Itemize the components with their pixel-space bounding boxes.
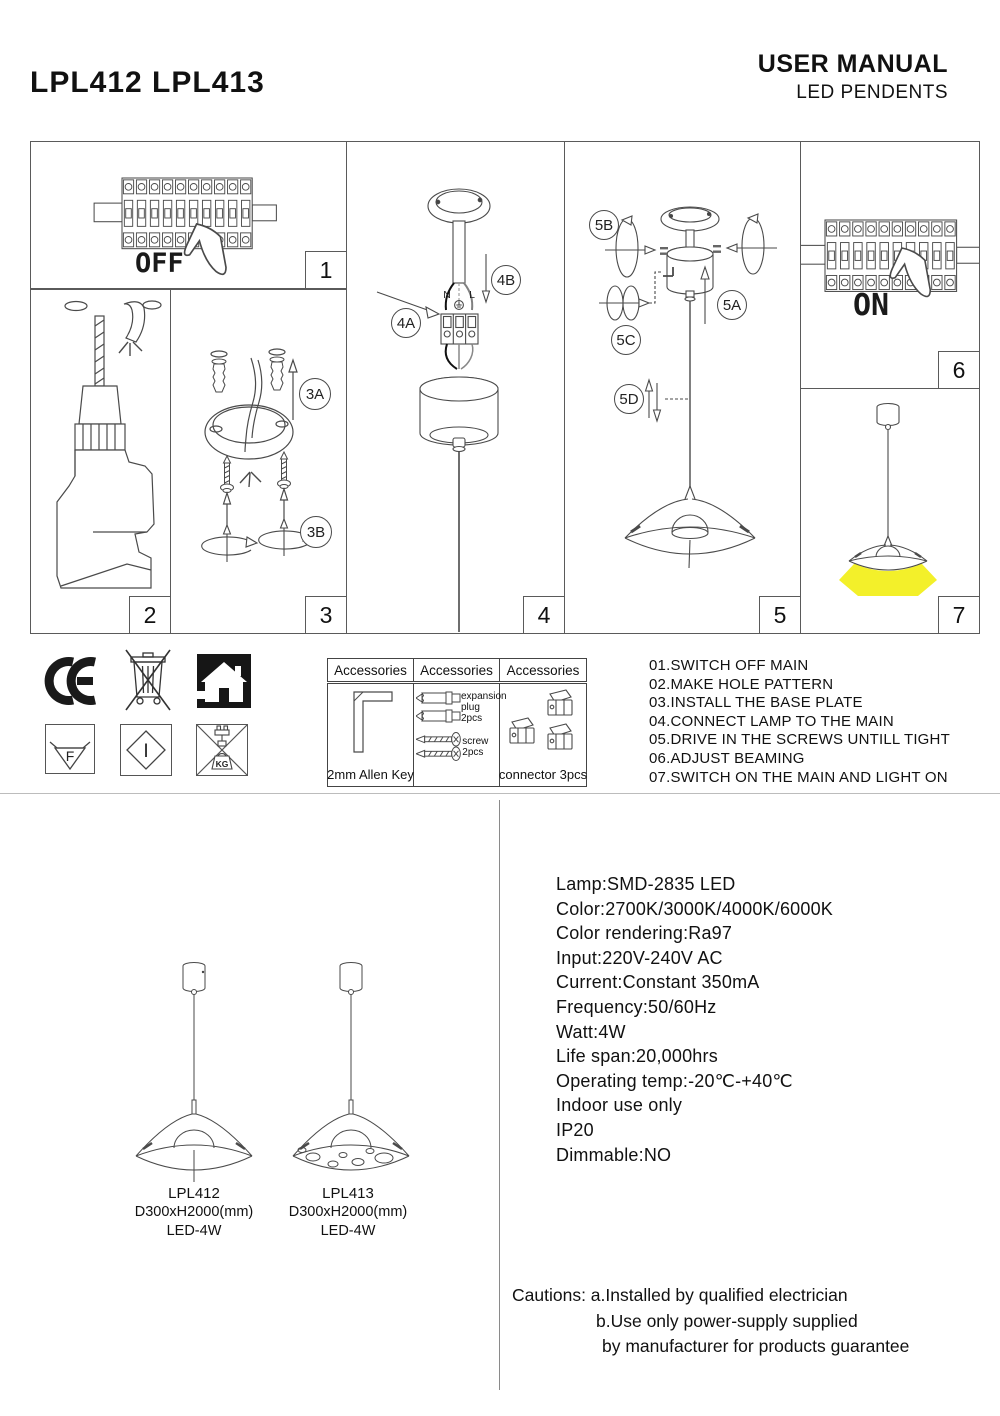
expansion-plug-icon	[416, 691, 461, 723]
lpl413-name: LPL413	[322, 1185, 374, 1202]
caution-line: b.Use only power-supply supplied	[596, 1310, 858, 1331]
plugs-screws-cell: expansion plug 2pcs screw 2pcs	[413, 682, 507, 787]
expansion-plug-caption: expansion plug 2pcs	[461, 690, 507, 724]
off-label: OFF	[135, 248, 184, 279]
lpl413-caption: LPL413 D300xH2000(mm) LED-4W	[268, 1184, 428, 1241]
spec-line: Frequency:50/60Hz	[556, 996, 717, 1017]
step-label-3a: 3A	[299, 378, 331, 410]
adjustment-drawing	[599, 206, 777, 569]
vertical-divider	[499, 800, 500, 1390]
step-label-5a: 5A	[717, 290, 747, 320]
spec-line: IP20	[556, 1119, 594, 1140]
step-number-3: 3	[305, 596, 347, 634]
step-number-1: 1	[305, 251, 347, 289]
step-label-4a: 4A	[391, 308, 421, 338]
step-panel-2: 2	[30, 289, 171, 634]
instruction-line: 05.DRIVE IN THE SCREWS UNTILL TIGHT	[649, 731, 950, 749]
connector-icon	[509, 689, 573, 750]
spec-line: Lamp:SMD-2835 LED	[556, 874, 736, 894]
spec-line: Color:2700K/3000K/4000K/6000K	[556, 898, 834, 919]
accessories-header-2: Accessories	[413, 658, 500, 684]
spec-line: Indoor use only	[556, 1095, 683, 1116]
spec-line: Current:Constant 350mA	[556, 972, 760, 993]
instruction-list: 01.SWITCH OFF MAIN 02.MAKE HOLE PATTERN …	[649, 657, 950, 787]
spec-list: Lamp:SMD-2835 LED Color:2700K/3000K/4000…	[556, 872, 833, 1167]
terminal-block-off-drawing	[31, 142, 346, 276]
wire-label-n: N	[443, 289, 451, 301]
lpl412-size: D300xH2000(mm)	[134, 1204, 254, 1220]
screw-caption: screw 2pcs	[462, 736, 489, 758]
manual-title-block: USER MANUAL LED PENDENTS	[758, 50, 948, 104]
instruction-line: 01.SWITCH OFF MAIN	[649, 657, 809, 674]
page-title: LPL412 LPL413	[30, 66, 265, 99]
spec-line: Life span:20,000hrs	[556, 1046, 718, 1067]
horizontal-divider	[0, 793, 1000, 794]
no-load-icon: KG	[196, 724, 248, 776]
lpl413-size: D300xH2000(mm)	[288, 1204, 408, 1220]
f-mark-letter: F	[66, 748, 75, 764]
instruction-line: 07.SWITCH ON THE MAIN AND LIGHT ON	[649, 768, 948, 786]
lpl412-drawing	[135, 962, 253, 1182]
step-panel-7: 7	[800, 388, 980, 634]
caution-line: Cautions: a.Installed by qualified elect…	[512, 1285, 848, 1305]
on-label: ON	[853, 288, 890, 323]
accessories-header-1: Accessories	[327, 658, 414, 684]
manual-title: USER MANUAL	[757, 50, 948, 78]
step-number-7: 7	[938, 596, 980, 634]
kg-letter: KG	[216, 759, 229, 769]
step-number-2: 2	[129, 596, 171, 634]
class-i-icon: I	[120, 724, 172, 776]
step-label-5c: 5C	[611, 325, 641, 355]
instruction-line: 03.INSTALL THE BASE PLATE	[649, 694, 863, 712]
light-on-drawing	[839, 402, 937, 596]
lpl412-caption: LPL412 D300xH2000(mm) LED-4W	[114, 1184, 274, 1241]
lpl413-power: LED-4W	[320, 1223, 376, 1239]
class-i-letter: I	[143, 741, 148, 762]
step-panel-6: ON 6	[800, 141, 980, 389]
spec-line: Operating temp:-20℃-+40℃	[556, 1070, 793, 1091]
step-label-5b: 5B	[589, 210, 619, 240]
wire-label-l: L	[469, 289, 475, 301]
connector-caption: connector 3pcs	[498, 767, 588, 782]
step-panel-5: 5B 5A 5C 5D 5	[564, 141, 801, 634]
accessories-header-3: Accessories	[499, 658, 587, 684]
accessories-table: Accessories Accessories Accessories 2mm …	[327, 658, 587, 787]
lpl412-power: LED-4W	[166, 1223, 222, 1239]
indoor-use-icon	[197, 654, 251, 708]
light-glow	[839, 564, 937, 596]
spec-line: Dimmable:NO	[556, 1144, 672, 1165]
lpl412-name: LPL412	[168, 1185, 220, 1202]
drill-drawing	[56, 300, 162, 589]
step-number-5: 5	[759, 596, 801, 634]
step-label-4b: 4B	[491, 265, 521, 295]
allen-key-cell: 2mm Allen Key	[327, 682, 414, 787]
cautions-block: Cautions: a.Installed by qualified elect…	[512, 1283, 909, 1360]
weee-bin-icon	[125, 649, 171, 711]
step-panel-3: 3A 3B 3	[170, 289, 347, 634]
allen-key-caption: 2mm Allen Key	[327, 767, 414, 782]
instruction-line: 06.ADJUST BEAMING	[649, 749, 805, 767]
step-number-4: 4	[523, 596, 565, 634]
instruction-line: 02.MAKE HOLE PATTERN	[649, 675, 834, 693]
allen-key-icon	[352, 691, 393, 753]
screw-icon	[416, 732, 461, 761]
instruction-line: 04.CONNECT LAMP TO THE MAIN	[649, 712, 894, 730]
spec-line: Color rendering:Ra97	[556, 923, 733, 944]
step-label-5d: 5D	[614, 384, 644, 414]
caution-line: by manufacturer for products guarantee	[602, 1336, 910, 1356]
base-plate-drawing	[201, 348, 315, 563]
lpl413-drawing	[292, 962, 410, 1171]
manual-subtitle: LED PENDENTS	[796, 82, 948, 103]
connector-cell: connector 3pcs	[498, 682, 588, 787]
step-panel-1: OFF 1	[30, 141, 347, 289]
earth-symbol-icon	[454, 300, 464, 310]
spec-line: Input:220V-240V AC	[556, 947, 723, 968]
step-panel-4: N L 4A 4B 4	[346, 141, 565, 634]
f-mark-icon: F	[45, 724, 95, 774]
wiring-drawing: N L	[376, 188, 499, 632]
spec-line: Watt:4W	[556, 1021, 626, 1042]
step-number-6: 6	[938, 351, 980, 389]
ce-mark-icon	[44, 657, 96, 705]
step-label-3b: 3B	[300, 516, 332, 548]
